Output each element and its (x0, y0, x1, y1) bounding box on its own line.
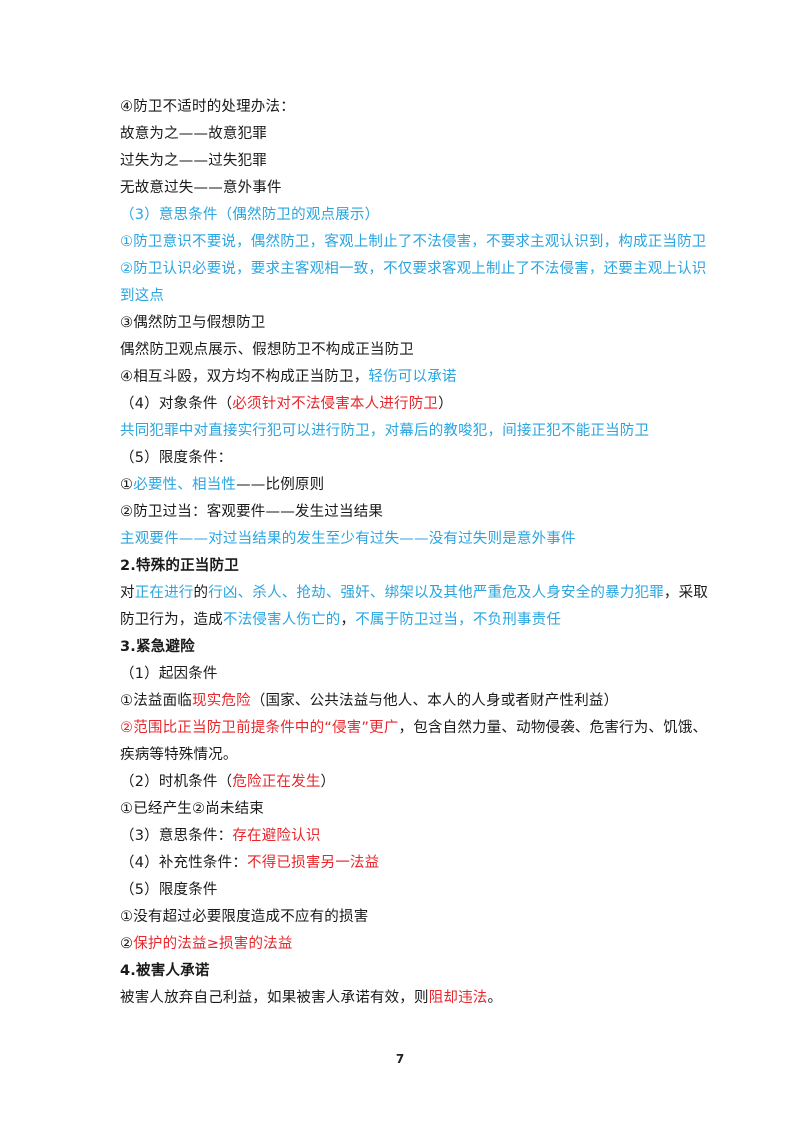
text-line: 共同犯罪中对直接实行犯可以进行防卫，对幕后的教唆犯，间接正犯不能正当防卫 (120, 418, 685, 445)
highlighted-text: 不法侵害人伤亡的 (222, 612, 341, 628)
highlighted-text: （3）意思条件（偶然防卫的观点展示） (120, 207, 380, 223)
text-line: （2）时机条件（危险正在发生） (120, 769, 685, 796)
section-heading: 2.特殊的正当防卫 (120, 553, 685, 580)
highlighted-text: 到这点 (120, 288, 165, 304)
text-segment: ④相互斗殴，双方均不构成正当防卫， (120, 369, 369, 385)
text-line: （5）限度条件 (120, 877, 685, 904)
text-segment: ① (120, 477, 134, 493)
text-line: （5）限度条件： (120, 445, 685, 472)
text-segment: ——比例原则 (236, 477, 325, 493)
text-line: ②防卫认识必要说，要求主客观相一致，不仅要求客观上制止了不法侵害，还要主观上认识 (120, 256, 706, 283)
text-line: ④防卫不适时的处理办法： (120, 94, 685, 121)
text-segment: （3）意思条件： (120, 828, 233, 844)
text-segment: 无故意过失——意外事件 (120, 180, 282, 196)
text-segment: （5）限度条件 (120, 882, 218, 898)
text-segment: 4.被害人承诺 (120, 963, 210, 979)
text-line: 主观要件——对过当结果的发生至少有过失——没有过失则是意外事件 (120, 526, 685, 553)
highlighted-text: ②范围比正当防卫前提条件中的“侵害”更广 (120, 720, 399, 736)
text-line: ①没有超过必要限度造成不应有的损害 (120, 904, 685, 931)
text-segment: （国家、公共法益与他人、本人的人身或者财产性利益） (250, 693, 619, 709)
text-segment: （4）对象条件（ (120, 396, 233, 412)
highlighted-text: 必须针对不法侵害本人进行防卫 (232, 396, 439, 412)
page-number: 7 (395, 1052, 405, 1066)
text-segment: 疾病等特殊情况。 (120, 747, 238, 763)
highlighted-text: 轻伤可以承诺 (368, 369, 457, 385)
text-line: ①法益面临现实危险（国家、公共法益与他人、本人的人身或者财产性利益） (120, 688, 685, 715)
section-heading: 3.紧急避险 (120, 634, 685, 661)
text-line: ①已经产生②尚未结束 (120, 796, 685, 823)
text-segment: ①法益面临 (120, 693, 192, 709)
highlighted-text: 存在避险认识 (232, 828, 321, 844)
text-segment: ①没有超过必要限度造成不应有的损害 (120, 909, 369, 925)
highlighted-text: 不属于防卫过当，不负刑事责任 (355, 612, 562, 628)
text-segment: ①已经产生②尚未结束 (120, 801, 264, 817)
highlighted-text: 必要性、相当性 (133, 477, 237, 493)
text-segment: ②防卫过当：客观要件——发生过当结果 (120, 504, 384, 520)
text-segment: ，采取 (663, 585, 709, 601)
document-body: ④防卫不适时的处理办法： 故意为之——故意犯罪过失为之——过失犯罪无故意过失——意… (120, 94, 708, 1012)
text-line: 防卫行为，造成不法侵害人伤亡的，不属于防卫过当，不负刑事责任 (120, 607, 685, 634)
text-segment: 。 (487, 990, 503, 1006)
text-line: 对正在进行的行凶、杀人、抢劫、强奸、绑架以及其他严重危及人身安全的暴力犯罪，采取 (120, 580, 708, 607)
highlighted-text: 行凶、杀人、抢劫、强奸、绑架以及其他严重危及人身安全的暴力犯罪 (208, 585, 664, 601)
highlighted-text: 不得已损害另一法益 (247, 855, 380, 871)
text-segment: ） (320, 774, 336, 790)
text-line: （3）意思条件：存在避险认识 (120, 823, 685, 850)
text-line: ①必要性、相当性——比例原则 (120, 472, 685, 499)
text-line: ③偶然防卫与假想防卫 (120, 310, 685, 337)
highlighted-text: ②防卫认识必要说，要求主客观相一致，不仅要求客观上制止了不法侵害，还要主观上认识 (120, 261, 707, 277)
text-segment: 偶然防卫观点展示、假想防卫不构成正当防卫 (120, 342, 414, 358)
text-segment: 对 (120, 585, 135, 601)
text-line: 无故意过失——意外事件 (120, 175, 685, 202)
text-segment: （1）起因条件 (120, 666, 218, 682)
highlighted-text: 危险正在发生 (232, 774, 321, 790)
text-line: ④相互斗殴，双方均不构成正当防卫，轻伤可以承诺 (120, 364, 685, 391)
text-line: （4）补充性条件：不得已损害另一法益 (120, 850, 685, 877)
text-line: （3）意思条件（偶然防卫的观点展示） (120, 202, 685, 229)
text-segment: 3.紧急避险 (120, 639, 195, 655)
text-line: 过失为之——过失犯罪 (120, 148, 685, 175)
text-segment: ，包含自然力量、动物侵袭、危害行为、饥饿、 (398, 720, 708, 736)
highlighted-text: ①防卫意识不要说，偶然防卫，客观上制止了不法侵害，不要求主观认识到，构成正当防卫 (120, 234, 707, 250)
text-segment: 被害人放弃自己利益，如果被害人承诺有效，则 (120, 990, 429, 1006)
text-line: ①防卫意识不要说，偶然防卫，客观上制止了不法侵害，不要求主观认识到，构成正当防卫 (120, 229, 706, 256)
highlighted-text: 阻却违法 (428, 990, 488, 1006)
text-line: ②防卫过当：客观要件——发生过当结果 (120, 499, 685, 526)
highlighted-text: 保护的法益≥损害的法益 (133, 936, 293, 952)
text-segment: ） (438, 396, 453, 412)
text-segment: 的 (193, 585, 209, 601)
text-line: ②范围比正当防卫前提条件中的“侵害”更广，包含自然力量、动物侵袭、危害行为、饥饿… (120, 715, 707, 742)
text-line: （1）起因条件 (120, 661, 685, 688)
text-line: （4）对象条件（必须针对不法侵害本人进行防卫） (120, 391, 685, 418)
highlighted-text: 现实危险 (192, 693, 251, 709)
text-segment: 故意为之——故意犯罪 (120, 126, 267, 142)
text-segment: （2）时机条件（ (120, 774, 233, 790)
text-line: 被害人放弃自己利益，如果被害人承诺有效，则阻却违法。 (120, 985, 685, 1012)
text-line: 疾病等特殊情况。 (120, 742, 685, 769)
text-segment: 过失为之——过失犯罪 (120, 153, 267, 169)
text-segment: 2.特殊的正当防卫 (120, 558, 239, 574)
highlighted-text: 正在进行 (134, 585, 194, 601)
text-segment: ② (120, 936, 134, 952)
text-segment: ④防卫不适时的处理办法： (120, 99, 295, 115)
text-line: ②保护的法益≥损害的法益 (120, 931, 685, 958)
text-segment: 防卫行为，造成 (120, 612, 223, 628)
section-heading: 4.被害人承诺 (120, 958, 685, 985)
highlighted-text: 共同犯罪中对直接实行犯可以进行防卫，对幕后的教唆犯，间接正犯不能正当防卫 (120, 423, 650, 439)
text-segment: （4）补充性条件： (120, 855, 248, 871)
text-line: 到这点 (120, 283, 685, 310)
text-segment: ③偶然防卫与假想防卫 (120, 315, 266, 331)
text-segment: （5）限度条件： (120, 450, 233, 466)
text-segment: ， (340, 612, 356, 628)
text-line: 偶然防卫观点展示、假想防卫不构成正当防卫 (120, 337, 685, 364)
text-line: 故意为之——故意犯罪 (120, 121, 685, 148)
highlighted-text: 主观要件——对过当结果的发生至少有过失——没有过失则是意外事件 (120, 531, 576, 547)
